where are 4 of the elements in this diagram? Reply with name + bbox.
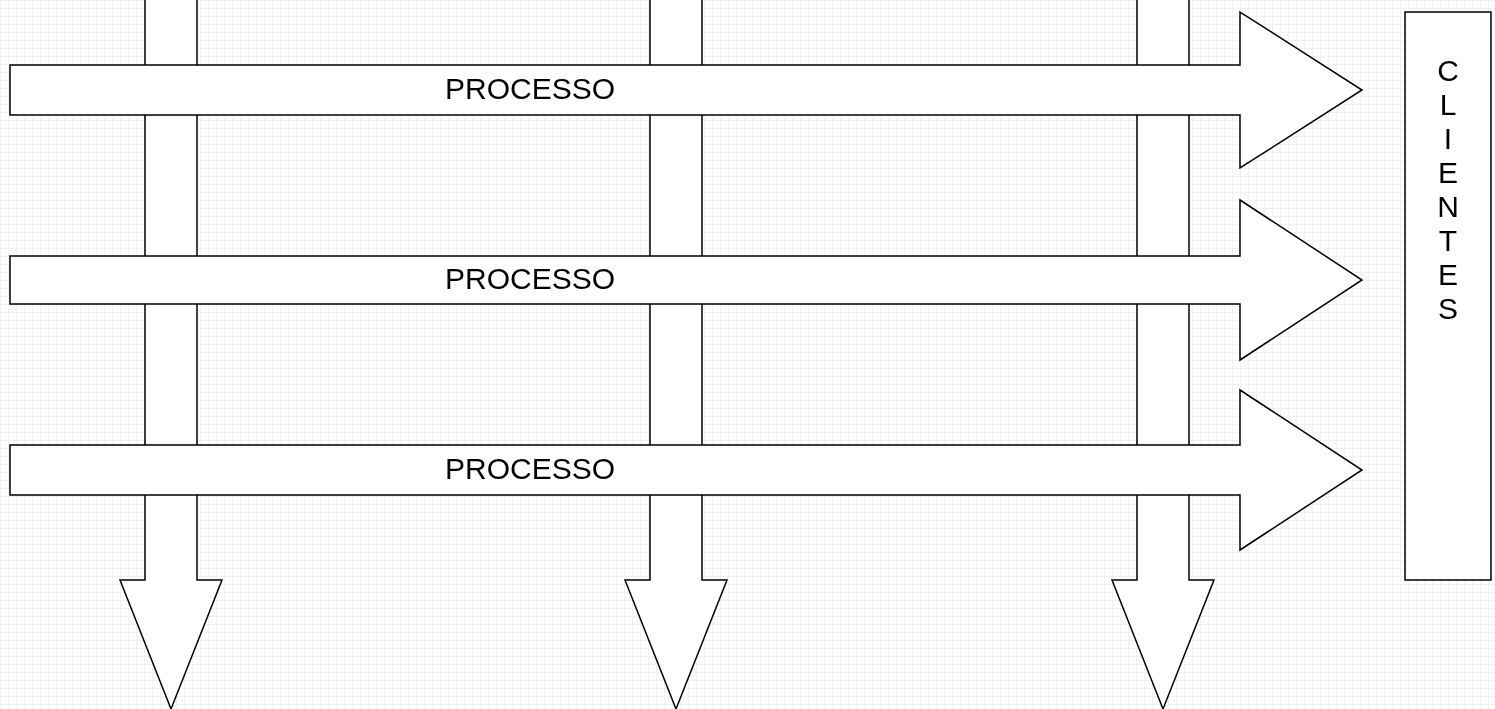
arrow-label: PROCESSO [445, 262, 615, 296]
arrow-label: PROCESSO [445, 452, 615, 486]
vertical-label: CLIENTES [1436, 54, 1460, 326]
arrow-label: PROCESSO [445, 72, 615, 106]
